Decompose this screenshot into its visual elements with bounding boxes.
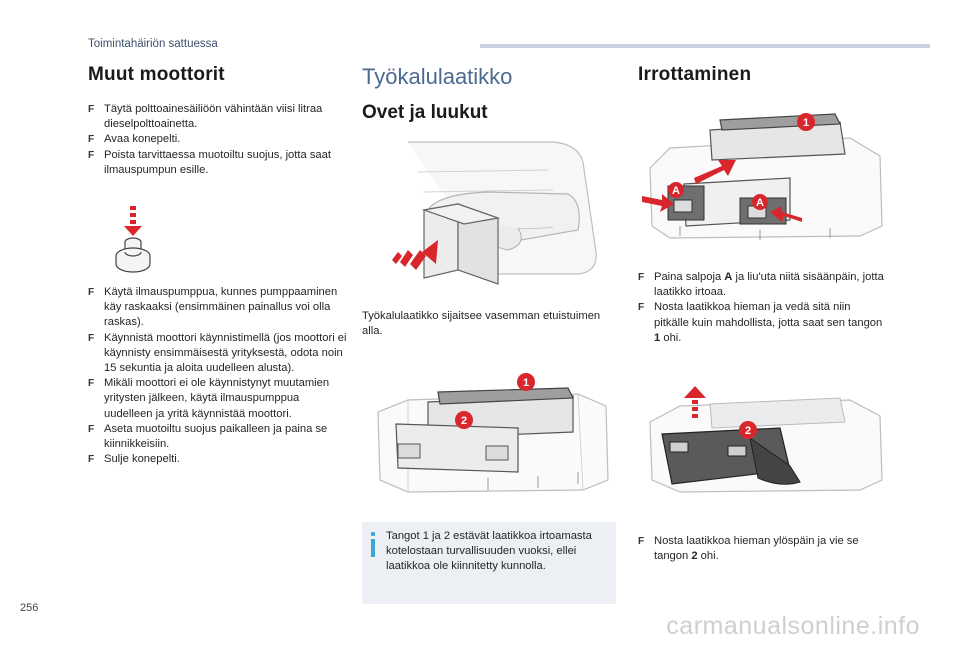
- toolbox-rods-illustration: 1 2: [377, 373, 609, 493]
- list-item: Nosta laatikkoa hieman ja vedä sitä niin…: [638, 300, 888, 346]
- list-item: Sulje konepelti.: [88, 452, 350, 467]
- badge-2: 2: [455, 411, 473, 429]
- info-icon: [371, 532, 375, 558]
- steps-list-b: Käytä ilmauspumppua, kunnes pumppaaminen…: [88, 285, 350, 468]
- svg-text:2: 2: [745, 425, 751, 437]
- info-text: Tangot 1 ja 2 estävät laatikkoa irtoamas…: [386, 530, 592, 573]
- subsection-title-doors: Ovet ja luukut: [362, 102, 488, 123]
- section-title-removal: Irrottaminen: [638, 64, 752, 85]
- steps-list-a: Täytä polttoainesäiliöön vähintään viisi…: [88, 102, 350, 178]
- svg-text:2: 2: [461, 415, 467, 427]
- column-toolbox: Työkalulaatikko Ovet ja luukut: [362, 64, 618, 124]
- svg-text:A: A: [672, 185, 680, 197]
- steps-container-b: Käytä ilmauspumppua, kunnes pumppaaminen…: [88, 285, 350, 468]
- svg-text:A: A: [756, 197, 764, 209]
- list-item: Nosta laatikkoa hieman ylöspäin ja vie s…: [638, 534, 888, 564]
- badge-1: 1: [517, 373, 535, 391]
- list-item: Käytä ilmauspumppua, kunnes pumppaaminen…: [88, 285, 350, 331]
- seat-location-illustration: [392, 141, 597, 285]
- list-item: Mikäli moottori ei ole käynnistynyt muut…: [88, 376, 350, 422]
- removal-step3-container: Nosta laatikkoa hieman ylöspäin ja vie s…: [638, 534, 888, 564]
- section-title-toolbox: Työkalulaatikko: [362, 64, 513, 89]
- page-number: 256: [20, 602, 39, 614]
- removal-lift-illustration: 2: [649, 386, 883, 493]
- toolbox-location-text: Työkalulaatikko sijaitsee vasemman etuis…: [362, 310, 601, 338]
- list-item: Täytä polttoainesäiliöön vähintään viisi…: [88, 102, 350, 132]
- svg-text:1: 1: [803, 117, 809, 129]
- list-item: Avaa konepelti.: [88, 132, 350, 147]
- removal-step3-list: Nosta laatikkoa hieman ylöspäin ja vie s…: [638, 534, 888, 564]
- running-header: Toimintahäiriön sattuessa: [88, 38, 218, 50]
- info-box: Tangot 1 ja 2 estävät laatikkoa irtoamas…: [362, 522, 616, 604]
- removal-steps-container: Paina salpoja A ja liu'uta niitä sisäänp…: [638, 270, 888, 346]
- column-other-engines: Muut moottorit Täytä polttoainesäiliöön …: [88, 64, 350, 178]
- badge-1: 1: [797, 113, 815, 131]
- badge-2: 2: [739, 421, 757, 439]
- list-item: Paina salpoja A ja liu'uta niitä sisäänp…: [638, 270, 888, 300]
- section-title-other-engines: Muut moottorit: [88, 64, 225, 85]
- badge-latch-a: A: [668, 182, 684, 198]
- column-removal: Irrottaminen: [638, 64, 888, 86]
- watermark-text: carmanualsonline.info: [666, 612, 920, 640]
- priming-pump-illustration: [115, 206, 151, 273]
- list-item: Käynnistä moottori käynnistimellä (jos m…: [88, 331, 350, 377]
- header-bar: [480, 44, 930, 48]
- badge-latch-a: A: [752, 194, 768, 210]
- removal-steps-list: Paina salpoja A ja liu'uta niitä sisäänp…: [638, 270, 888, 346]
- list-item: Poista tarvittaessa muotoiltu suojus, jo…: [88, 148, 350, 178]
- removal-latch-illustration: 1 A A: [642, 113, 883, 240]
- list-item: Aseta muotoiltu suojus paikalleen ja pai…: [88, 422, 350, 452]
- toolbox-location-text-container: Työkalulaatikko sijaitsee vasemman etuis…: [362, 309, 612, 339]
- svg-text:1: 1: [523, 377, 529, 389]
